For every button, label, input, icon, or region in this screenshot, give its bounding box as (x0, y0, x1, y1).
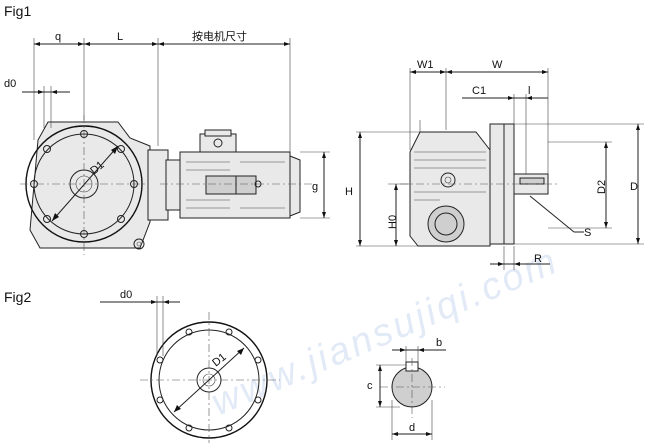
dim-d0-fig1: d0 (4, 78, 16, 90)
dim-D2: D2 (596, 180, 608, 194)
fig1-front-view: D1 q L 按电机尺寸 (4, 29, 330, 255)
dim-d: d (409, 422, 415, 434)
dim-b: b (436, 337, 442, 349)
dim-q: q (55, 31, 61, 43)
dim-D: D (630, 181, 638, 193)
dim-d0-fig2: d0 (120, 289, 132, 301)
fig1-label: Fig1 (4, 3, 31, 19)
dim-motor-size: 按电机尺寸 (192, 29, 247, 43)
dim-g: g (312, 181, 318, 193)
fig1-side-view: W1 W C1 l H H0 D2 D (345, 59, 644, 270)
dim-C1: C1 (472, 85, 486, 97)
dim-l: l (528, 85, 530, 97)
dim-R: R (534, 253, 542, 265)
dim-D1-fig2: D1 (210, 351, 228, 369)
fig2-shaft-section: b c d (367, 337, 446, 440)
fig2-flange-view: D1 d0 (100, 289, 280, 443)
dim-H0: H0 (387, 215, 399, 229)
dim-W: W (492, 59, 503, 71)
dim-S: S (584, 227, 591, 239)
dim-H: H (345, 186, 353, 198)
watermark-text: www.jiansujiqi.com (205, 240, 565, 424)
fig2-label: Fig2 (4, 289, 31, 305)
dim-W1: W1 (417, 59, 434, 71)
dim-L: L (117, 31, 123, 43)
dim-c: c (367, 380, 373, 392)
